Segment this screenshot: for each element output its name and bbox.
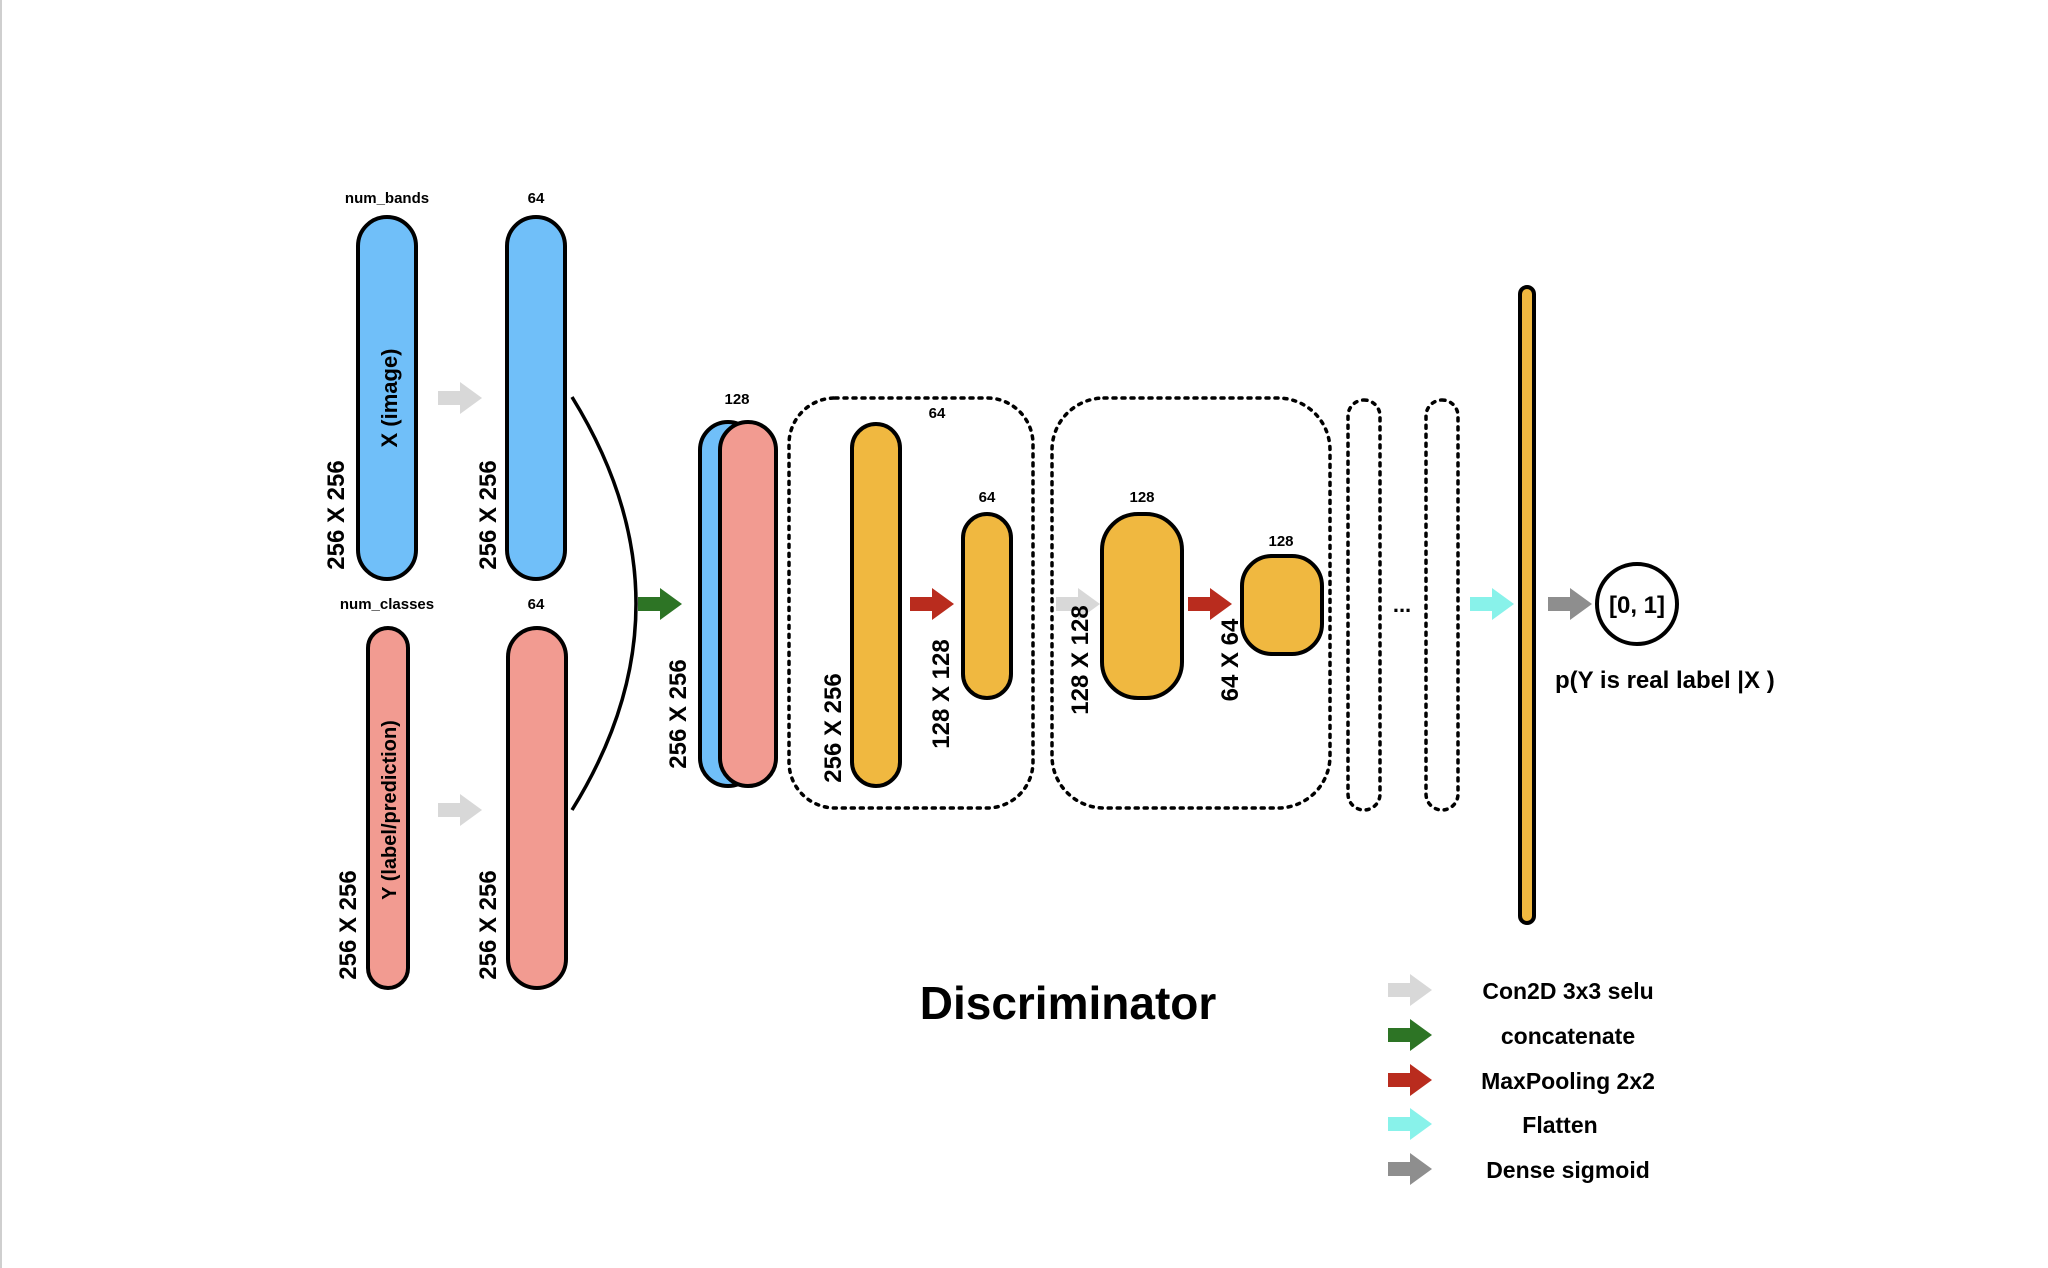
- block2-conv-channels: 128: [1129, 489, 1154, 506]
- y-channels-label: num_classes: [340, 596, 434, 613]
- block1-pool-channels: 64: [979, 489, 996, 506]
- flatten-arrow: [1470, 588, 1514, 620]
- legend-dense-label: Dense sigmoid: [1486, 1157, 1650, 1183]
- conv-arrow-y: [438, 794, 482, 826]
- block1-conv-layer: [850, 422, 902, 788]
- legend-pool-label: MaxPooling 2x2: [1481, 1068, 1655, 1094]
- block1-pool-size: 128 X 128: [928, 639, 955, 748]
- conv-x-layer: [505, 215, 567, 581]
- output-value: [0, 1]: [1609, 592, 1665, 619]
- output-node: [1595, 562, 1679, 646]
- conv-arrow-x: [438, 382, 482, 414]
- block1-conv-channels: 64: [929, 405, 946, 422]
- concat-size: 256 X 256: [665, 659, 692, 768]
- legend-concat-arrow: [1388, 1019, 1432, 1051]
- legend-flatten-arrow: [1388, 1108, 1432, 1140]
- legend: Con2D 3x3 selu concatenate MaxPooling 2x…: [1388, 974, 1655, 1185]
- diagram-title: Discriminator: [920, 977, 1217, 1029]
- block2-conv-layer: [1100, 512, 1184, 700]
- merge-curve: [570, 396, 638, 811]
- x-input-name: X (image): [377, 348, 402, 447]
- concat-layer-pink: [718, 420, 778, 788]
- legend-conv-label: Con2D 3x3 selu: [1482, 978, 1653, 1004]
- conv-y-channels: 64: [528, 596, 545, 613]
- x-channels-label: num_bands: [345, 190, 429, 207]
- legend-conv-arrow: [1388, 974, 1432, 1006]
- dense-arrow: [1548, 588, 1592, 620]
- ellipsis-label: ...: [1393, 592, 1411, 617]
- conv-y-size: 256 X 256: [475, 870, 502, 979]
- output-caption: p(Y is real label |X ): [1555, 667, 1775, 694]
- block1-pool-layer: [961, 512, 1013, 700]
- y-input-size: 256 X 256: [335, 870, 362, 979]
- y-input-name: Y (label/prediction): [379, 720, 401, 900]
- conv-y-layer: [506, 626, 568, 990]
- legend-flatten-label: Flatten: [1522, 1112, 1597, 1138]
- flatten-layer: [1518, 285, 1536, 925]
- block2-pool-layer: [1240, 554, 1324, 656]
- x-input-layer: [356, 215, 418, 581]
- pool-arrow-2: [1188, 588, 1232, 620]
- block1-box: [787, 396, 1035, 810]
- block3-box: [1346, 398, 1382, 812]
- block2-box: [1050, 396, 1332, 810]
- y-input-layer: [366, 626, 410, 990]
- block4-box: [1424, 398, 1460, 812]
- concat-channels: 128: [724, 391, 749, 408]
- block2-pool-channels: 128: [1268, 533, 1293, 550]
- block2-conv-size: 128 X 128: [1067, 605, 1094, 714]
- conv-x-channels: 64: [528, 190, 545, 207]
- conv-x-size: 256 X 256: [475, 460, 502, 569]
- concat-arrow: [638, 588, 682, 620]
- block1-conv-size: 256 X 256: [820, 673, 847, 782]
- legend-concat-label: concatenate: [1501, 1023, 1635, 1049]
- block2-pool-size: 64 X 64: [1217, 618, 1244, 701]
- pool-arrow-1: [910, 588, 954, 620]
- legend-dense-arrow: [1388, 1153, 1432, 1185]
- legend-pool-arrow: [1388, 1064, 1432, 1096]
- x-input-size: 256 X 256: [323, 460, 350, 569]
